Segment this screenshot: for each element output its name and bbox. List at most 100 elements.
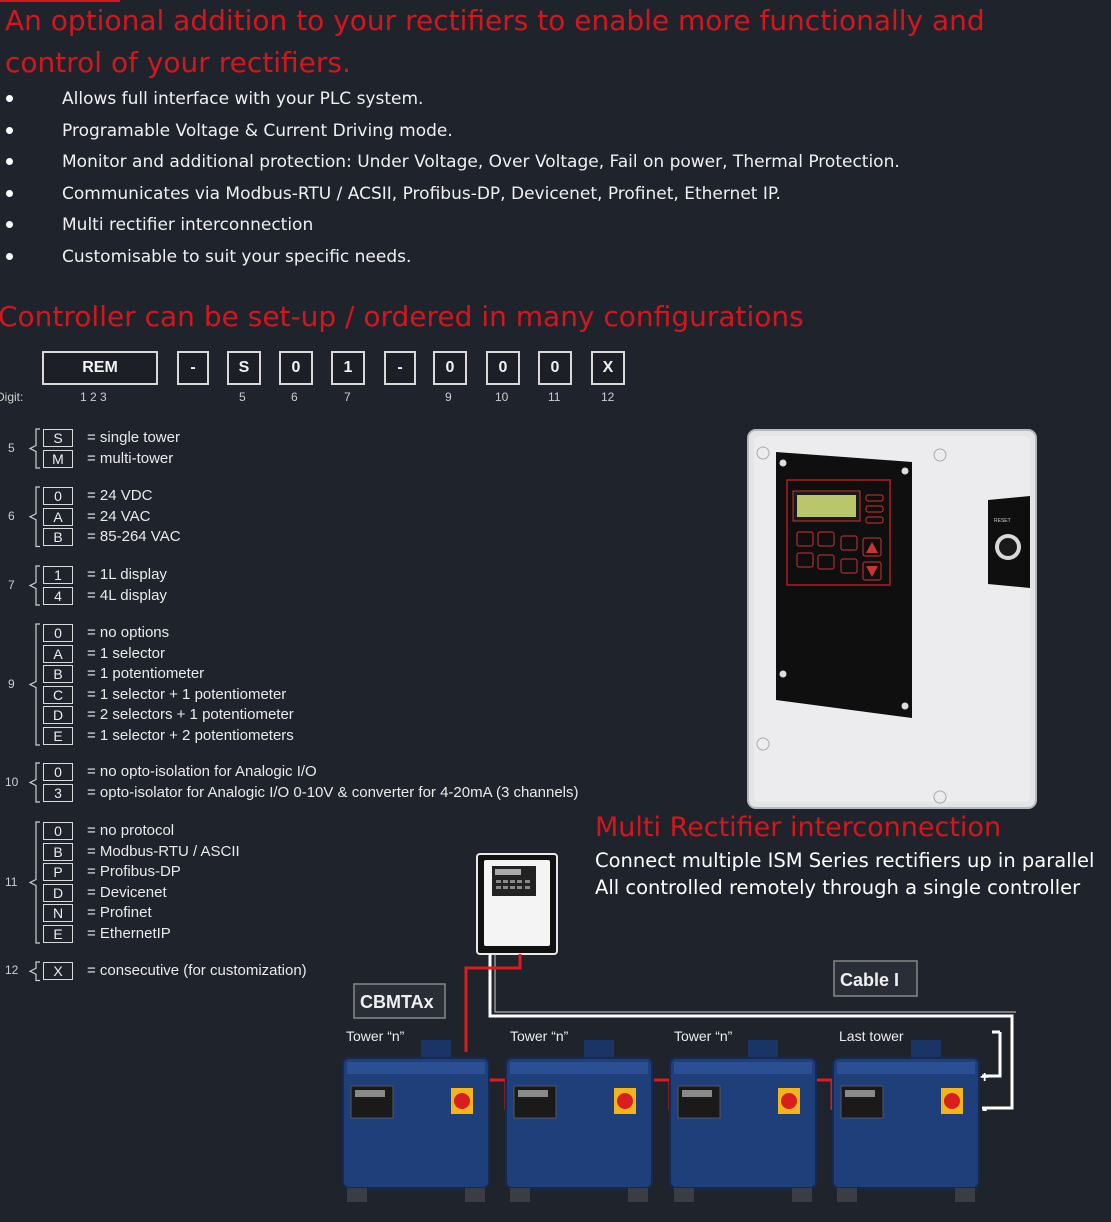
svg-text:CBMTAx: CBMTAx — [360, 992, 434, 1012]
brace-icon — [28, 486, 40, 548]
minus-label: - — [982, 1101, 987, 1118]
option-description: = Profinet — [87, 904, 152, 921]
feature-item: Communicates via Modbus-RTU / ACSII, Pro… — [0, 181, 900, 213]
tower-body — [832, 1057, 980, 1189]
option-description: = opto-isolator for Analogic I/O 0-10V &… — [87, 783, 579, 801]
plus-label: + — [980, 1069, 989, 1086]
option-code: 0 — [43, 822, 73, 840]
bullet-icon — [6, 95, 13, 102]
code-box-rem: REM — [42, 351, 158, 385]
feature-text: Customisable to suit your specific needs… — [62, 246, 412, 267]
code-box-digit-5: S — [227, 351, 261, 385]
option-group-digit-number: 11 — [5, 874, 18, 889]
bullet-icon — [6, 158, 13, 165]
feature-item: Customisable to suit your specific needs… — [0, 244, 900, 276]
tower: Tower “n” — [505, 1028, 653, 1202]
option-code: A — [43, 507, 73, 526]
feature-text: Programable Voltage & Current Driving mo… — [62, 120, 453, 141]
digit-number: 7 — [344, 390, 351, 404]
tower-foot — [628, 1188, 648, 1202]
option-code: 1 — [43, 566, 73, 584]
tower-foot — [792, 1188, 812, 1202]
tower-switch-icon — [781, 1093, 797, 1109]
multi-title: Multi Rectifier interconnection — [595, 812, 1002, 843]
tower: Tower “n” — [342, 1028, 490, 1202]
tower-switch-icon — [454, 1093, 470, 1109]
brace-icon — [28, 565, 40, 606]
feature-text: Allows full interface with your PLC syst… — [62, 89, 424, 109]
tower-switch-icon — [944, 1093, 960, 1109]
option-description: = Profibus-DP — [87, 863, 181, 880]
code-box-digit-6: 0 — [279, 351, 313, 385]
top-accent-bar — [0, 0, 120, 2]
brace-icon — [28, 762, 40, 803]
option-code: P — [43, 863, 73, 881]
tower-foot — [955, 1188, 975, 1202]
tower-lcd — [518, 1090, 548, 1097]
bullet-icon — [6, 252, 13, 260]
option-description: = 1L display — [87, 566, 167, 583]
tower-label: Tower “n” — [346, 1028, 405, 1044]
code-box-digit-11: 0 — [538, 351, 572, 385]
cable-label-cable-i: Cable I — [833, 960, 918, 997]
headline-line-2: control of your rectifiers. — [5, 46, 351, 79]
option-description: = 85-264 VAC — [87, 528, 181, 545]
headline: An optional addition to your rectifiers … — [5, 0, 1105, 84]
option-code: E — [43, 726, 73, 745]
multi-description-line-1: Connect multiple ISM Series rectifiers u… — [595, 849, 1095, 872]
tower-lcd — [682, 1090, 712, 1097]
option-code: 0 — [43, 763, 73, 781]
option-description: = 1 potentiometer — [87, 665, 205, 682]
option-description: = 2 selectors + 1 potentiometer — [87, 706, 294, 723]
feature-text: Multi rectifier interconnection — [62, 215, 314, 235]
tower-body — [505, 1057, 653, 1189]
feature-item: Allows full interface with your PLC syst… — [0, 86, 900, 118]
option-description: = no protocol — [87, 822, 175, 839]
option-code: 4 — [43, 586, 73, 605]
option-description: = 24 VDC — [87, 487, 153, 504]
option-description: = no options — [87, 624, 170, 641]
cable-label-cbmtax: CBMTAx — [353, 983, 446, 1019]
config-title: Controller can be set-up / ordered in ma… — [0, 300, 804, 333]
tower-label: Last tower — [839, 1028, 904, 1044]
feature-item: Programable Voltage & Current Driving mo… — [0, 118, 900, 150]
feature-item: Monitor and additional protection: Under… — [0, 149, 900, 181]
option-code: E — [43, 924, 73, 943]
tower-cap — [748, 1040, 778, 1058]
controller-enclosure: RESET — [747, 429, 1037, 809]
option-code: S — [43, 429, 73, 447]
brace-icon — [28, 428, 40, 469]
option-code: A — [43, 644, 73, 663]
code-box-digit-12: X — [591, 351, 625, 385]
diagram-controller — [476, 853, 558, 955]
option-code: D — [43, 706, 73, 724]
option-description: = 1 selector + 2 potentiometers — [87, 726, 294, 744]
digit-number: 6 — [291, 390, 298, 404]
tower-foot — [465, 1188, 485, 1202]
digit-number: 5 — [239, 390, 246, 404]
digit-label: Digit: — [0, 390, 24, 404]
option-description: = 1 selector — [87, 644, 165, 662]
option-description: = EthernetIP — [87, 924, 171, 942]
option-code: C — [43, 685, 73, 704]
tower-top-band — [674, 1062, 812, 1074]
option-description: = 1 selector + 1 potentiometer — [87, 685, 287, 703]
digit-number: 11 — [548, 390, 561, 404]
tower-switch-icon — [617, 1093, 633, 1109]
digit-number: 9 — [445, 390, 452, 404]
multi-description-line-2: All controlled remotely through a single… — [595, 876, 1081, 899]
tower-top-band — [510, 1062, 648, 1074]
tower-cap — [421, 1040, 451, 1058]
tower-cap — [584, 1040, 614, 1058]
tower-cap — [911, 1040, 941, 1058]
tower-lcd — [355, 1090, 385, 1097]
option-description: = Devicenet — [87, 883, 167, 901]
tower-label: Tower “n” — [510, 1028, 569, 1044]
tower: Last tower — [832, 1028, 980, 1202]
tower-foot — [510, 1188, 530, 1202]
option-code: B — [43, 528, 73, 546]
tower-body — [669, 1057, 817, 1189]
brace-icon — [28, 821, 40, 944]
option-code: B — [43, 665, 73, 683]
